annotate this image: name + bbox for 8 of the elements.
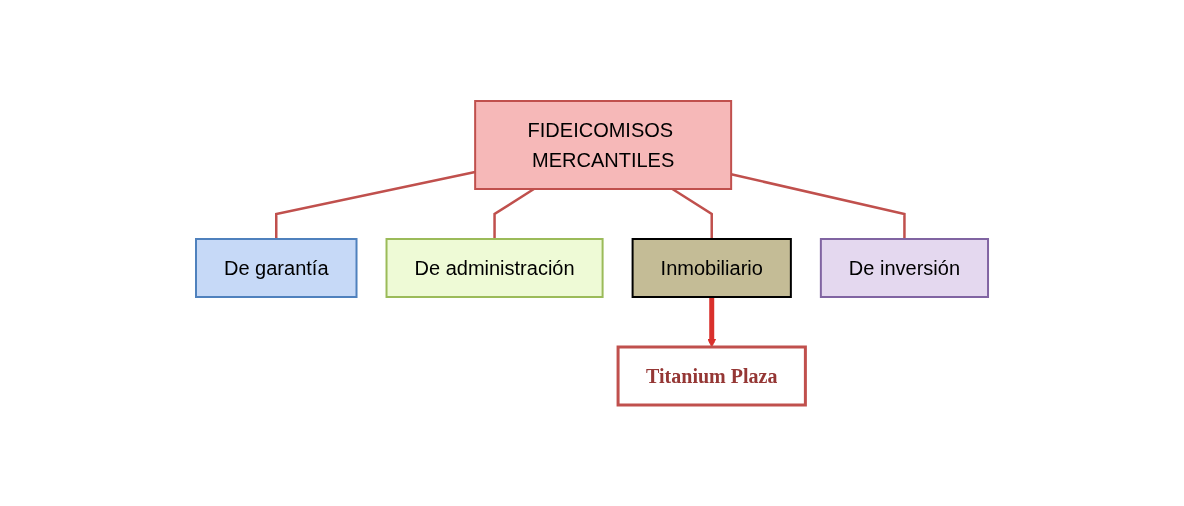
node-box: De administración [385,238,604,298]
node-box: Titanium Plaza [616,345,807,407]
node-box: De inversión [819,238,989,298]
node-box: De garantía [195,238,358,298]
arrow [707,297,717,348]
node-box: FIDEICOMISOS MERCANTILES [474,100,733,190]
connector [275,170,476,239]
node-box: Inmobiliario [631,238,792,298]
